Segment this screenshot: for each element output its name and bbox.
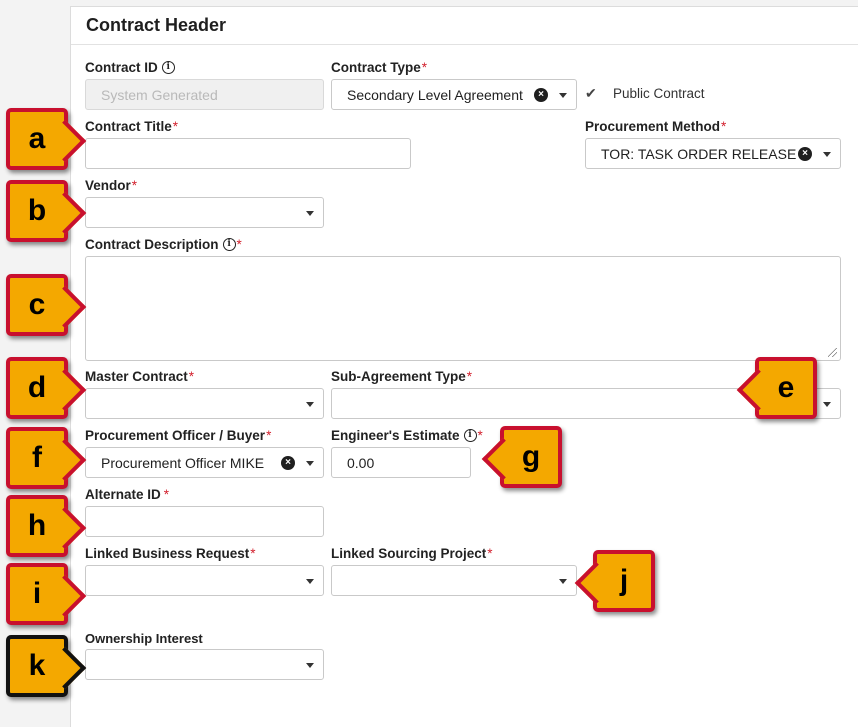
callout-e: e: [736, 357, 817, 419]
callout-c: c: [6, 274, 87, 336]
clear-icon[interactable]: ×: [534, 88, 548, 102]
callout-i: i: [6, 563, 87, 625]
chevron-down-icon[interactable]: [559, 93, 567, 98]
public-contract-label: Public Contract: [613, 86, 705, 101]
vendor-label: Vendor*: [85, 178, 138, 193]
contract-title-label: Contract Title*: [85, 119, 179, 134]
public-contract-checkbox[interactable]: ✔: [585, 85, 597, 101]
procurement-officer-label: Procurement Officer / Buyer*: [85, 428, 272, 443]
sub-agreement-type-label: Sub-Agreement Type*: [331, 369, 473, 384]
contract-title-input[interactable]: [85, 138, 411, 169]
chevron-down-icon[interactable]: [559, 579, 567, 584]
clear-icon[interactable]: ×: [281, 456, 295, 470]
contract-id-label: Contract ID i: [85, 60, 175, 75]
chevron-down-icon[interactable]: [306, 211, 314, 216]
linked-business-request-select[interactable]: [85, 565, 324, 596]
procurement-officer-select[interactable]: Procurement Officer MIKE ×: [85, 447, 324, 478]
linked-business-request-label: Linked Business Request*: [85, 546, 256, 561]
chevron-down-icon[interactable]: [823, 152, 831, 157]
callout-a: a: [6, 108, 87, 170]
info-icon[interactable]: i: [161, 61, 175, 74]
linked-sourcing-project-label: Linked Sourcing Project*: [331, 546, 493, 561]
callout-d: d: [6, 357, 87, 419]
callout-j: j: [574, 550, 655, 612]
engineers-estimate-input[interactable]: 0.00: [331, 447, 471, 478]
procurement-method-label: Procurement Method*: [585, 119, 727, 134]
linked-sourcing-project-select[interactable]: [331, 565, 577, 596]
callout-b: b: [6, 180, 87, 242]
alternate-id-label: Alternate ID*: [85, 487, 170, 502]
contract-type-select[interactable]: Secondary Level Agreement ×: [331, 79, 577, 110]
callout-h: h: [6, 495, 87, 557]
chevron-down-icon[interactable]: [306, 461, 314, 466]
info-icon[interactable]: i: [222, 238, 236, 251]
chevron-down-icon[interactable]: [306, 579, 314, 584]
contract-description-textarea[interactable]: [85, 256, 841, 361]
vendor-select[interactable]: [85, 197, 324, 228]
procurement-method-select[interactable]: TOR: TASK ORDER RELEASE ×: [585, 138, 841, 169]
contract-description-label: Contract Description i*: [85, 237, 242, 252]
contract-header-panel: Contract Header: [70, 6, 858, 727]
callout-g: g: [481, 426, 562, 488]
callout-k: k: [6, 635, 87, 697]
engineers-estimate-label: Engineer's Estimate i*: [331, 428, 483, 443]
ownership-interest-label: Ownership Interest: [85, 631, 203, 646]
chevron-down-icon[interactable]: [306, 663, 314, 668]
callout-f: f: [6, 427, 87, 489]
ownership-interest-select[interactable]: [85, 649, 324, 680]
resize-handle-icon[interactable]: [828, 348, 837, 357]
chevron-down-icon[interactable]: [823, 402, 831, 407]
chevron-down-icon[interactable]: [306, 402, 314, 407]
alternate-id-input[interactable]: [85, 506, 324, 537]
master-contract-label: Master Contract*: [85, 369, 195, 384]
clear-icon[interactable]: ×: [798, 147, 812, 161]
master-contract-select[interactable]: [85, 388, 324, 419]
contract-type-label: Contract Type*: [331, 60, 428, 75]
info-icon[interactable]: i: [463, 429, 477, 442]
panel-title: Contract Header: [86, 15, 227, 35]
panel-header: Contract Header: [71, 7, 858, 45]
contract-id-field: System Generated: [85, 79, 324, 110]
